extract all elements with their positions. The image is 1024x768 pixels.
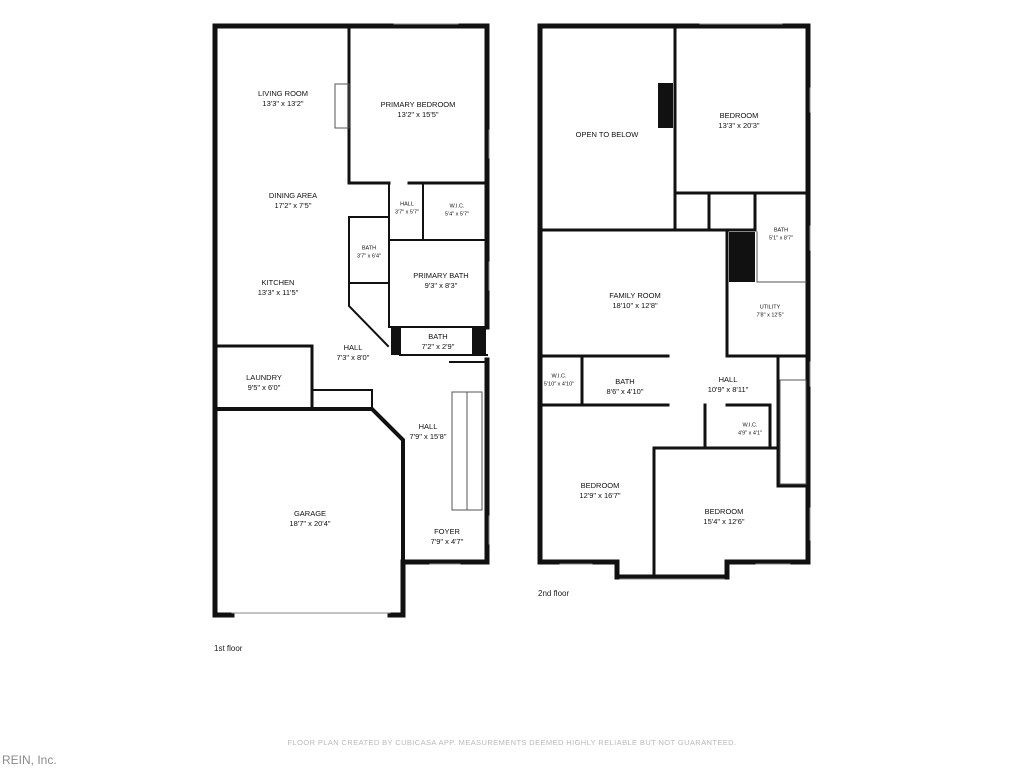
- room-dimensions: 17'2" x 7'5": [274, 201, 312, 210]
- room-dimensions: 4'9" x 4'1": [737, 430, 763, 436]
- room-name: BEDROOM: [580, 481, 620, 490]
- room-dimensions: 7'9" x 15'8": [409, 432, 447, 441]
- room-name: HALL: [343, 343, 363, 352]
- room-bath-small: BATH 3'7" x 6'4": [357, 246, 381, 261]
- room-dimensions: 13'2" x 15'5": [397, 110, 439, 119]
- second-floor-interior-walls: [538, 24, 810, 579]
- room-kitchen: KITCHEN 13'3" x 11'5": [258, 278, 299, 298]
- room-hall-foyer: HALL 7'9" x 15'8": [410, 422, 447, 442]
- first-floor-windows: [231, 23, 490, 614]
- room-dimensions: 3'7" x 6'4": [356, 253, 382, 259]
- room-dimensions: 5'10" x 4'10": [543, 381, 575, 387]
- bath-fixture: [756, 231, 807, 283]
- room-dimensions: 12'9" x 16'7": [579, 491, 621, 500]
- room-name: W.I.C.: [449, 203, 465, 210]
- room-bedroom-1: BEDROOM 13'3" x 20'3": [718, 111, 759, 131]
- room-name: LAUNDRY: [246, 373, 282, 382]
- room-dimensions: 7'3" x 8'0": [336, 353, 370, 362]
- room-laundry: LAUNDRY 9'5" x 6'0": [246, 373, 282, 393]
- room-dimensions: 13'3" x 13'2": [262, 99, 304, 108]
- room-name: HALL: [718, 375, 738, 384]
- room-garage: GARAGE 18'7" x 20'4": [289, 509, 330, 529]
- first-floor-exterior-wall: [212, 23, 490, 618]
- room-dimensions: 13'3" x 11'5": [257, 288, 299, 297]
- room-dimensions: 5'1" x 8'7": [768, 235, 794, 241]
- room-bath-hall: BATH 7'2" x 2'9": [422, 332, 455, 352]
- room-wic-upper-left: W.I.C. 5'10" x 4'10": [544, 374, 574, 389]
- room-name: BATH: [361, 245, 377, 252]
- room-wic-upper-right: W.I.C. 4'9" x 4'1": [738, 423, 762, 438]
- room-dimensions: 7'8" x 12'5": [756, 312, 784, 318]
- room-dimensions: 7'2" x 2'9": [421, 342, 455, 351]
- garage-wall: [213, 407, 405, 564]
- second-floor-exterior-wall: [537, 23, 811, 580]
- room-dimensions: 15'4" x 12'6": [703, 517, 745, 526]
- room-foyer: FOYER 7'9" x 4'7": [431, 527, 464, 547]
- room-dimensions: 9'3" x 8'3": [424, 281, 458, 290]
- room-dimensions: 10'9" x 8'11": [707, 385, 749, 394]
- room-name: PRIMARY BEDROOM: [380, 100, 456, 109]
- first-floor-label: 1st floor: [214, 644, 243, 653]
- room-name: HALL: [418, 422, 438, 431]
- watermark-text: REIN, Inc.: [2, 753, 57, 767]
- room-name: BATH: [773, 227, 789, 234]
- room-name: W.I.C.: [551, 373, 567, 380]
- room-bath-upper-hall: BATH 8'6" x 4'10": [607, 377, 644, 397]
- room-open-to-below: OPEN TO BELOW: [576, 130, 639, 140]
- room-hall-kitchen: HALL 7'3" x 8'0": [337, 343, 370, 363]
- room-dining-area: DINING AREA 17'2" x 7'5": [269, 191, 317, 211]
- room-utility: UTILITY 7'8" x 12'5": [756, 305, 783, 320]
- room-bedroom-3: BEDROOM 15'4" x 12'6": [703, 507, 744, 527]
- room-primary-bedroom: PRIMARY BEDROOM 13'2" x 15'5": [381, 100, 456, 120]
- room-dimensions: 7'9" x 4'7": [430, 537, 464, 546]
- room-name: BATH: [428, 332, 448, 341]
- bath-fixture-block: [472, 328, 486, 355]
- room-name: BATH: [615, 377, 635, 386]
- room-name: PRIMARY BATH: [413, 271, 469, 280]
- room-bedroom-2: BEDROOM 12'9" x 16'7": [579, 481, 620, 501]
- room-name: KITCHEN: [261, 278, 295, 287]
- room-hall-bedroom: HALL 3'7" x 5'7": [395, 202, 419, 217]
- room-name: DINING AREA: [268, 191, 318, 200]
- room-dimensions: 9'5" x 6'0": [247, 383, 281, 392]
- room-name: UTILITY: [759, 304, 781, 311]
- room-name: LIVING ROOM: [257, 89, 309, 98]
- room-dimensions: 8'6" x 4'10": [606, 387, 644, 396]
- room-primary-bath: PRIMARY BATH 9'3" x 8'3": [413, 271, 468, 291]
- room-wic-primary: W.I.C. 5'4" x 5'7": [445, 204, 469, 219]
- room-dimensions: 3'7" x 5'7": [394, 209, 420, 215]
- room-living-room: LIVING ROOM 13'3" x 13'2": [258, 89, 308, 109]
- first-floor-stairs: [451, 391, 483, 511]
- room-name: GARAGE: [293, 509, 327, 518]
- laundry-wall: [213, 344, 314, 411]
- room-name: OPEN TO BELOW: [575, 130, 639, 139]
- room-dimensions: 18'7" x 20'4": [289, 519, 331, 528]
- bath-fixture-block: [391, 328, 400, 355]
- disclaimer-text: FLOOR PLAN CREATED BY CUBICASA APP. MEAS…: [287, 738, 737, 747]
- fireplace: [334, 83, 350, 129]
- second-floor-windows: [559, 23, 811, 580]
- room-name: BEDROOM: [719, 111, 759, 120]
- utility-block: [729, 232, 755, 282]
- room-dimensions: 13'3" x 20'3": [718, 121, 760, 130]
- room-name: W.I.C.: [742, 422, 758, 429]
- first-floor-plan: [212, 23, 490, 618]
- room-bath-upper: BATH 5'1" x 8'7": [769, 228, 793, 243]
- room-name: FOYER: [434, 527, 460, 536]
- second-floor-plan: [537, 23, 811, 580]
- room-name: FAMILY ROOM: [609, 291, 661, 300]
- second-floor-stairs: [779, 379, 807, 485]
- room-family-room: FAMILY ROOM 18'10" x 12'8": [609, 291, 660, 311]
- room-name: HALL: [400, 201, 414, 208]
- room-name: BEDROOM: [704, 507, 744, 516]
- room-hall-upper: HALL 10'9" x 8'11": [708, 375, 749, 395]
- room-dimensions: 5'4" x 5'7": [444, 211, 470, 217]
- chimney-block: [658, 83, 673, 128]
- second-floor-label: 2nd floor: [538, 589, 570, 598]
- room-dimensions: 18'10" x 12'8": [612, 301, 658, 310]
